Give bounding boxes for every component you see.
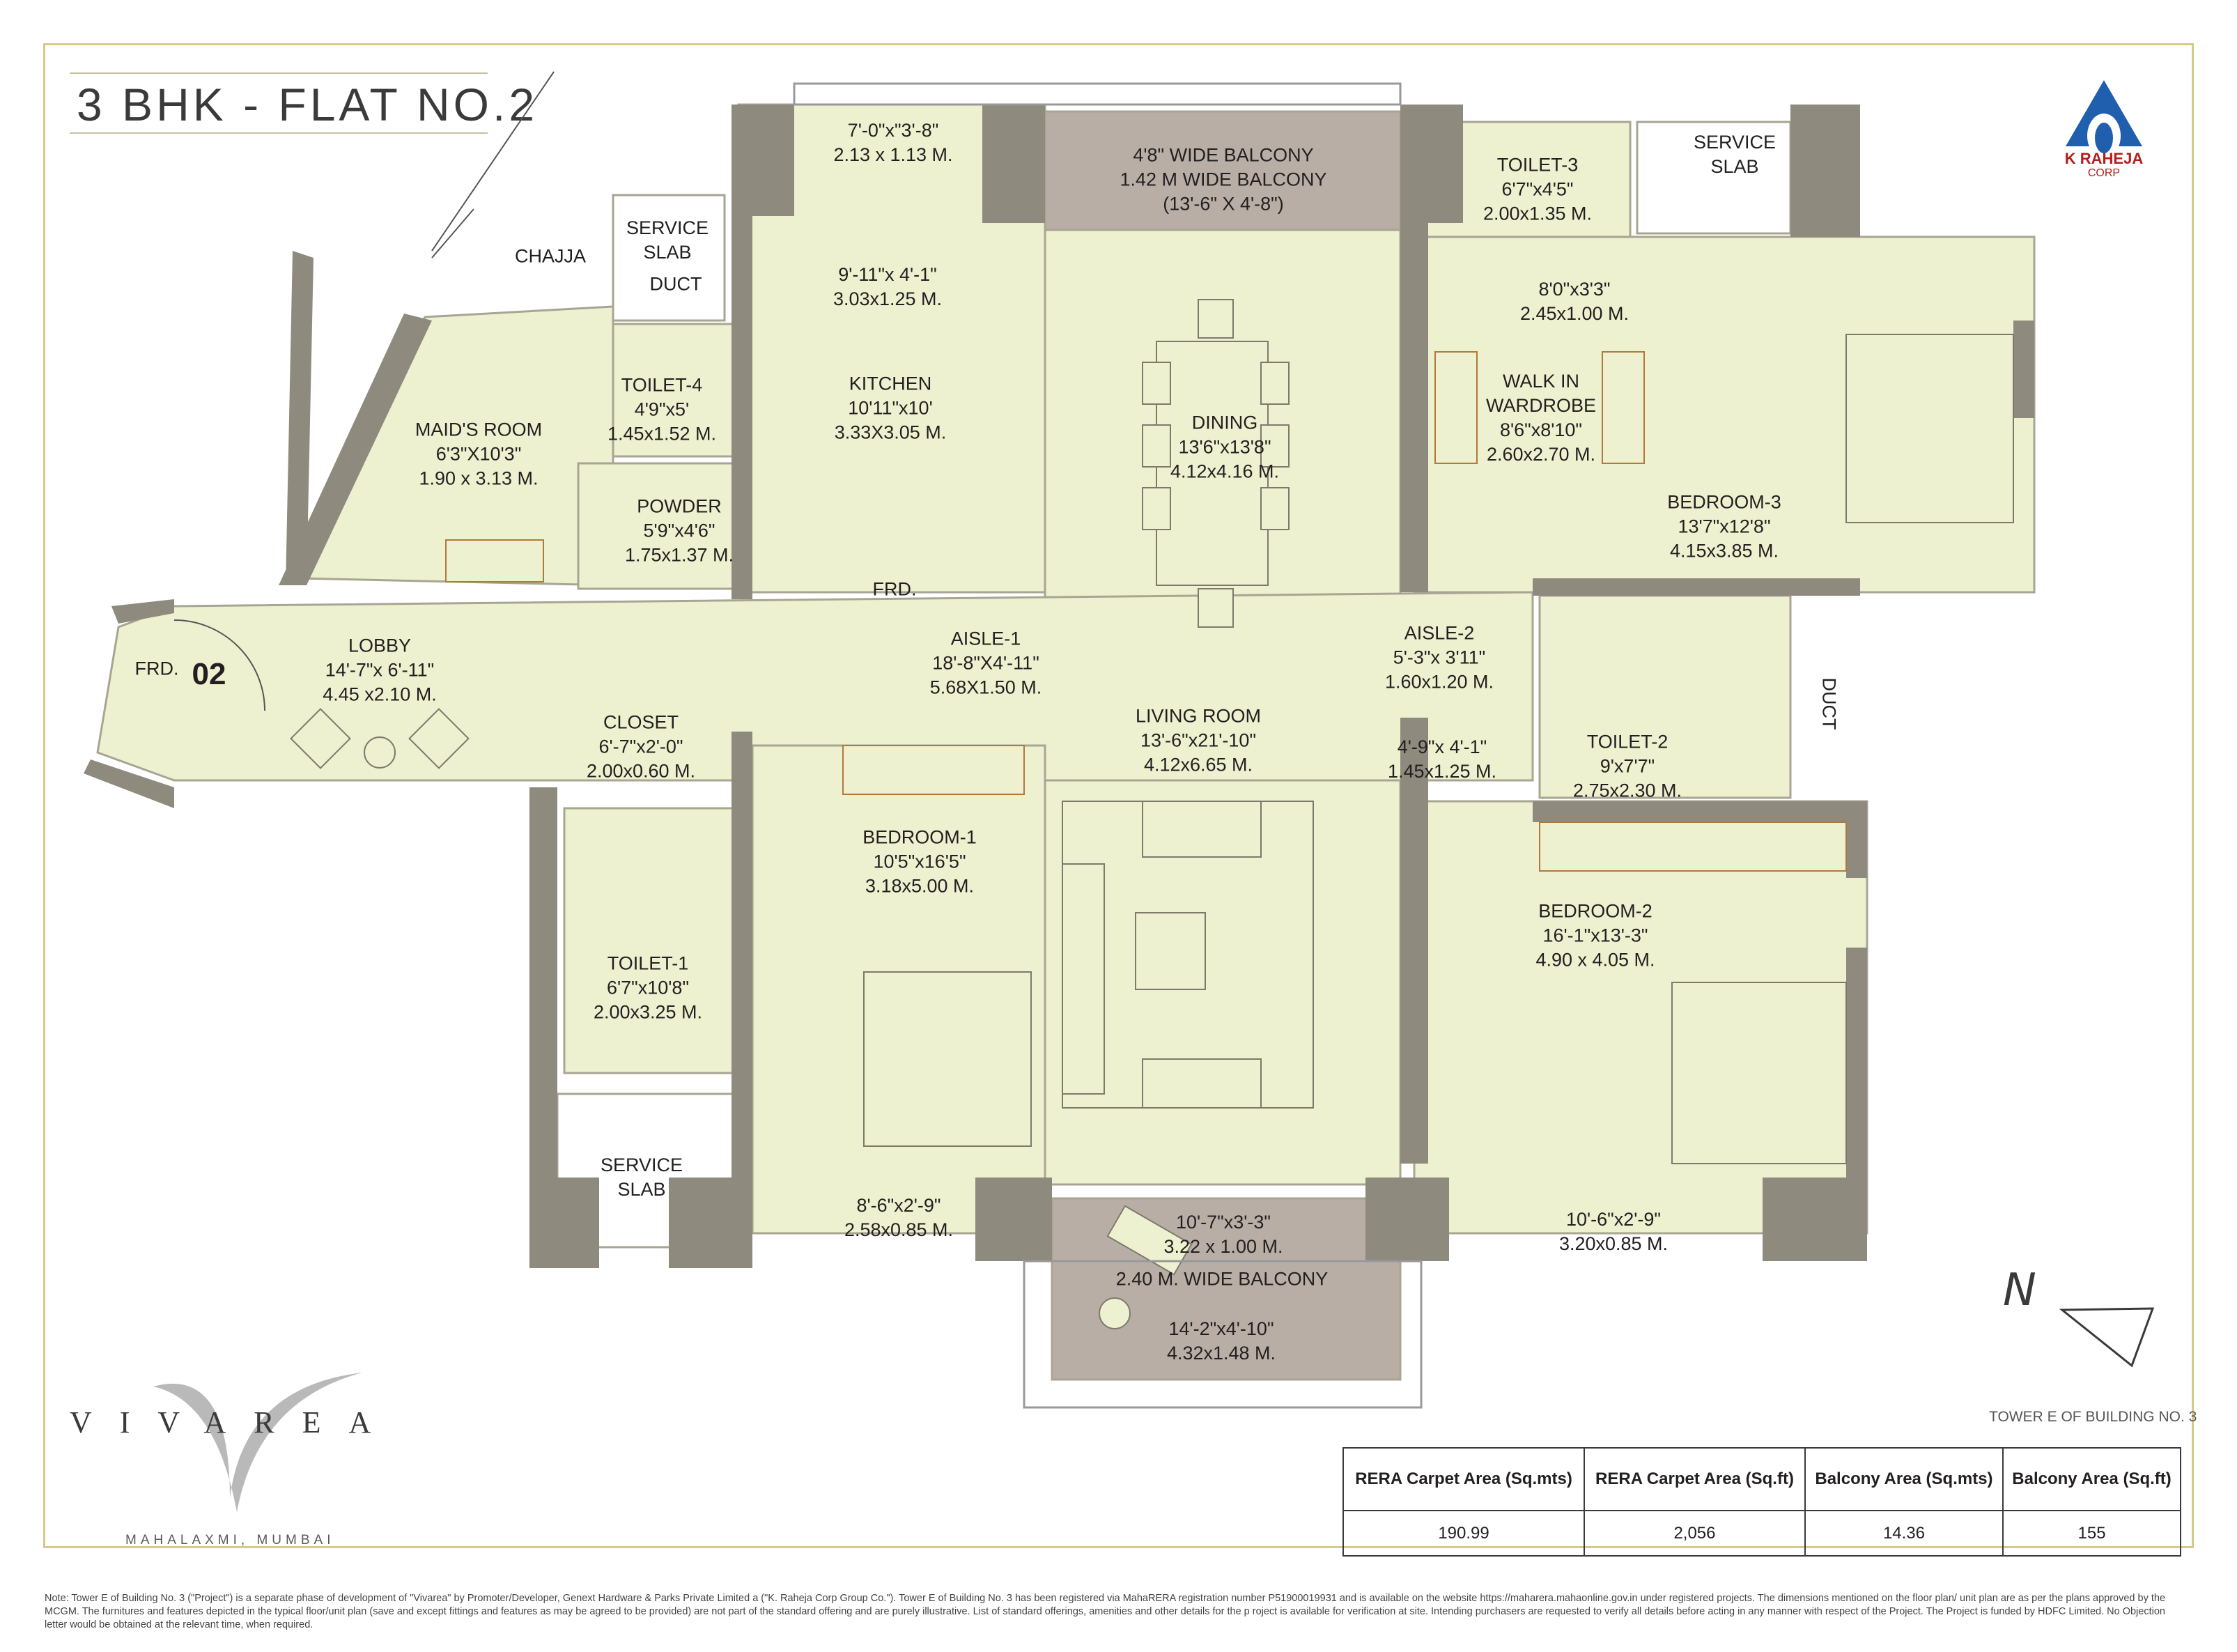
wall-lobby-top-left — [111, 599, 174, 624]
wall-bedroom3-window — [2013, 321, 2034, 418]
top-balcony-fill — [1044, 110, 1402, 231]
label-bedroom-3: BEDROOM-3 13'7"x12'8" 4.15x3.85 M. — [1667, 491, 1781, 562]
label-dining: DINING 13'6"x13'8" 4.12x4.16 M. — [1170, 412, 1280, 482]
wall-column-service — [1790, 105, 1860, 237]
living-furniture — [1062, 801, 1314, 1109]
label-aisle-1: AISLE-1 18'-8"X4'-11" 5.68X1.50 M. — [929, 628, 1042, 698]
label-living-balcony-dim: 10'-7"x3'-3" 3.22 x 1.00 M. — [1163, 1212, 1283, 1257]
wall-column-balcony-right — [1365, 1178, 1449, 1261]
wall-maid-angled — [279, 314, 432, 585]
wall-column-bottom-mid — [669, 1178, 738, 1268]
page-title: 3 BHK - FLAT NO.2 — [77, 79, 539, 130]
logo-sub: CORP — [2087, 167, 2121, 179]
label-living-room: LIVING ROOM 13'-6"x21'-10" 4.12x6.65 M. — [1135, 705, 1262, 775]
area-header-balcony-sqm: Balcony Area (Sq.mts) — [1804, 1447, 2004, 1511]
label-kitchen-passage: 9'-11"x 4'-1" 3.03x1.25 M. — [833, 264, 943, 309]
wall-column-kitchen-right — [982, 105, 1045, 223]
label-aisle-2-passage: 4'-9"x 4'-1" 1.45x1.25 M. — [1387, 736, 1497, 782]
label-toilet-4: TOILET-4 4'9"x5' 1.45x1.52 M. — [607, 374, 717, 445]
wall-column-balcony-left — [975, 1178, 1052, 1261]
label-service-slab-1: SERVICE SLAB — [626, 217, 709, 263]
wall-lobby-bottom-left — [84, 759, 174, 808]
flat-number: 02 — [192, 657, 226, 691]
dining-furniture — [1142, 299, 1290, 628]
bottom-balcony-fill — [1051, 1197, 1402, 1381]
area-header-rera-sqm: RERA Carpet Area (Sq.mts) — [1342, 1447, 1586, 1511]
label-toilet-3: TOILET-3 6'7"x4'5" 2.00x1.35 M. — [1483, 154, 1593, 224]
label-walk-in-wardrobe: WALK IN WARDROBE 8'6"x8'10" 2.60x2.70 M. — [1485, 371, 1597, 465]
label-living-balcony-dim-2: 14'-2"x4'-10" 4.32x1.48 M. — [1166, 1318, 1276, 1364]
label-service-slab-2: SERVICE SLAB — [1693, 132, 1777, 177]
toilet-4-fill — [612, 323, 740, 458]
north-label: N — [2003, 1265, 2036, 1316]
wall-column-right — [1400, 105, 1463, 223]
top-balcony-railing — [793, 82, 1402, 106]
label-chajja: CHAJJA — [514, 245, 587, 267]
north-arrow-icon — [2059, 1307, 2155, 1368]
label-toilet-2: TOILET-2 9'x7'7" 2.75x2.30 M. — [1572, 731, 1682, 801]
brand-location: MAHALAXMI, MUMBAI — [125, 1533, 335, 1547]
label-wide-balcony-bottom: 2.40 M. WIDE BALCONY — [1115, 1268, 1329, 1290]
label-maids-room: MAID'S ROOM 6'3"X10'3" 1.90 x 3.13 M. — [415, 419, 543, 489]
title-rule-top — [70, 72, 488, 74]
label-duct-2: DUCT — [1818, 677, 1840, 730]
logo-name: K RAHEJA — [2064, 150, 2144, 167]
title-rule-bottom — [70, 132, 488, 134]
tower-label: TOWER E OF BUILDING NO. 3 — [1989, 1409, 2197, 1425]
service-slab-1-fill — [612, 194, 726, 322]
balcony-furniture — [1099, 1205, 1193, 1329]
label-bedroom-1: BEDROOM-1 10'5"x16'5" 3.18x5.00 M. — [862, 826, 977, 897]
label-bedroom-2-balcony: 10'-6"x2'-9" 3.20x0.85 M. — [1558, 1209, 1669, 1254]
label-lobby: LOBBY 14'-7"x 6'-11" 4.45 x2.10 M. — [323, 635, 437, 705]
k-raheja-logo-icon — [2066, 80, 2142, 158]
wall-bedroom2-top — [1533, 801, 1867, 822]
label-wide-balcony-top: 4'8" WIDE BALCONY 1.42 M WIDE BALCONY (1… — [1120, 144, 1327, 215]
wall-toilet2-top — [1533, 578, 1860, 596]
area-header-rera-sqft: RERA Carpet Area (Sq.ft) — [1584, 1447, 1806, 1511]
page-frame — [43, 43, 2194, 1548]
label-closet: CLOSET 6'-7"x2'-0" 2.00x0.60 M. — [586, 711, 696, 782]
brand-name: VIVAREA — [70, 1405, 399, 1439]
area-table: RERA Carpet Area (Sq.mts) RERA Carpet Ar… — [1342, 1447, 2181, 1557]
wardrobe-furniture — [445, 351, 1847, 872]
wall-maid-left — [286, 251, 314, 585]
label-frd-kitchen: FRD. — [872, 578, 917, 600]
toilet-1-fill — [563, 807, 740, 1074]
label-toilet-3-passage: 8'0"x3'3" 2.45x1.00 M. — [1519, 279, 1630, 324]
label-bedroom-2: BEDROOM-2 16'-1"x13'-3" 4.90 x 4.05 M. — [1535, 900, 1655, 971]
service-slab-2-fill — [1636, 121, 1792, 235]
label-kitchen: KITCHEN 10'11"x10' 3.33X3.05 M. — [834, 373, 947, 443]
wall-column-bottom-left — [529, 1178, 599, 1268]
area-value-rera-sqm: 190.99 — [1342, 1510, 1586, 1557]
bottom-balcony-railing — [1023, 1260, 1423, 1409]
label-service-slab-3: SERVICE SLAB — [600, 1155, 683, 1200]
label-aisle-2: AISLE-2 5'-3"x 3'11" 1.60x1.20 M. — [1384, 622, 1494, 693]
label-balcony-top-dim: 7'-0"x"3'-8" 2.13 x 1.13 M. — [833, 120, 953, 165]
bed-furniture — [863, 334, 2014, 1164]
wall-bedroom2-window — [1846, 948, 1867, 1178]
wall-bedroom2-right — [1846, 801, 1867, 878]
label-duct-1: DUCT — [649, 273, 702, 295]
area-value-balcony-sqm: 14.36 — [1804, 1510, 2004, 1557]
wall-column-bottom-right — [1763, 1178, 1867, 1261]
label-powder: POWDER 5'9"x4'6" 1.75x1.37 M. — [624, 495, 734, 566]
powder-fill — [577, 462, 740, 590]
area-value-balcony-sqft: 155 — [2002, 1510, 2181, 1557]
area-value-rera-sqft: 2,056 — [1584, 1510, 1806, 1557]
wall-living-right — [1400, 718, 1428, 1164]
area-header-balcony-sqft: Balcony Area (Sq.ft) — [2002, 1447, 2181, 1511]
label-bedroom-1-balcony: 8'-6"x2'-9" 2.58x0.85 M. — [844, 1195, 954, 1240]
label-frd-entry: FRD. — [134, 658, 179, 679]
disclaimer-note: Note: Tower E of Building No. 3 ("Projec… — [45, 1593, 2166, 1630]
toilet-2-fill — [1538, 594, 1792, 799]
wall-column-kitchen — [732, 105, 794, 216]
entry-door-arc — [173, 619, 265, 711]
label-toilet-1: TOILET-1 6'7"x10'8" 2.00x3.25 M. — [593, 952, 703, 1023]
vivarea-logo-icon — [153, 1373, 362, 1512]
lobby-furniture — [290, 708, 470, 769]
